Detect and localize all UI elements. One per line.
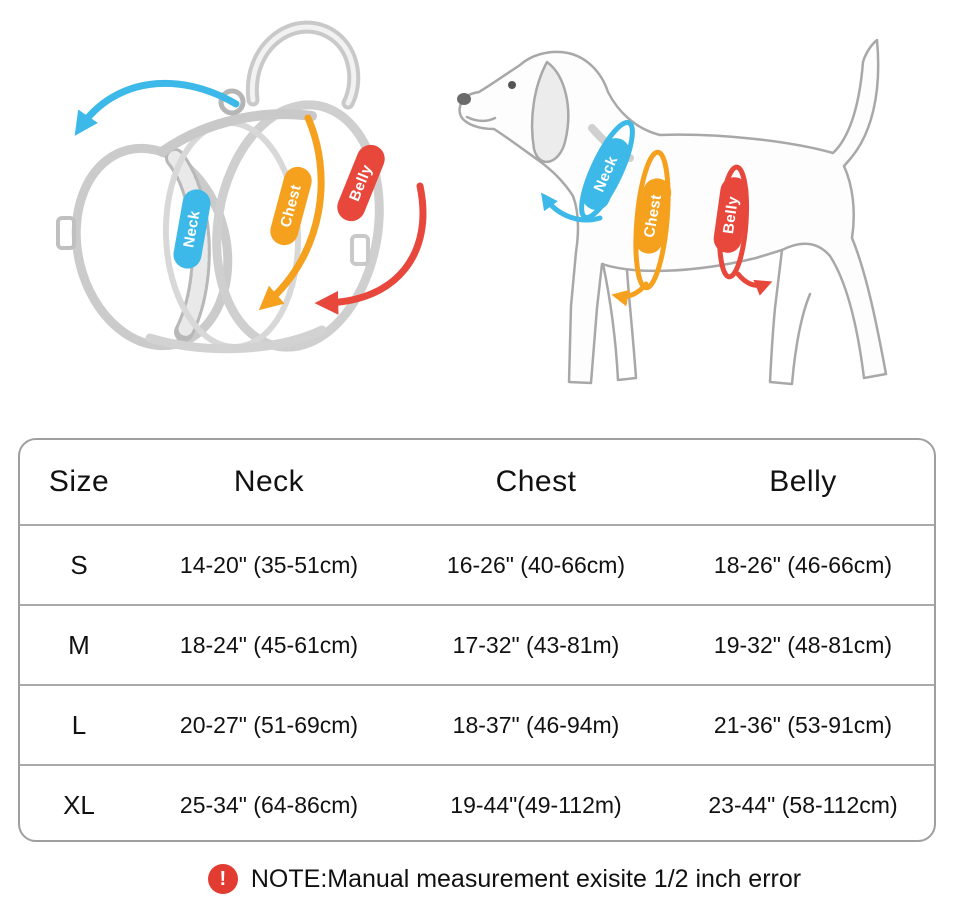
size-table: Size Neck Chest Belly S 14-20" (35-51cm)… xyxy=(18,438,936,842)
table-header-row: Size Neck Chest Belly xyxy=(20,440,934,524)
belly-value: 21-36" (53-91cm) xyxy=(713,711,893,738)
chest-value: 17-32" (43-81m) xyxy=(452,631,620,658)
size-value: L xyxy=(71,709,87,740)
note-text: NOTE:Manual measurement exisite 1/2 inch… xyxy=(250,864,802,893)
column-header-chest: Chest xyxy=(495,465,577,498)
dog-illustration xyxy=(458,38,888,386)
harness-chest-label: Chest xyxy=(270,166,312,246)
column-header-size: Size xyxy=(48,465,110,498)
harness-belly-arrow xyxy=(314,182,427,315)
size-value: S xyxy=(70,549,88,580)
column-header-belly: Belly xyxy=(769,465,837,498)
chest-value: 19-44"(49-112m) xyxy=(450,791,622,818)
dog-eye xyxy=(508,81,516,89)
size-value: M xyxy=(68,629,90,660)
harness-dring xyxy=(218,88,246,116)
chest-value: 16-26" (40-66cm) xyxy=(446,551,626,578)
dog-chest-label: Chest xyxy=(634,178,672,254)
table-row-m: M 18-24" (45-61cm) 17-32" (43-81m) 19-32… xyxy=(20,604,934,684)
dog-body-outline xyxy=(458,38,888,385)
column-header-neck: Neck xyxy=(233,465,305,498)
measurement-illustrations: Neck Chest Belly xyxy=(56,20,888,386)
svg-text:Neck: Neck xyxy=(180,209,203,249)
neck-value: 25-34" (64-86cm) xyxy=(179,791,359,818)
neck-value: 18-24" (45-61cm) xyxy=(179,631,359,658)
dog-belly-label: Belly xyxy=(713,177,749,253)
harness-chest-arrow xyxy=(258,114,325,311)
neck-value: 14-20" (35-51cm) xyxy=(179,551,359,578)
exclamation-icon: ! xyxy=(207,864,238,894)
dog-chest-arrow xyxy=(611,281,649,307)
chest-value: 18-37" (46-94m) xyxy=(452,711,620,738)
table-row-l: L 20-27" (51-69cm) 18-37" (46-94m) 21-36… xyxy=(20,684,934,764)
belly-value: 23-44" (58-112cm) xyxy=(708,791,898,818)
table-row-xl: XL 25-34" (64-86cm) 19-44"(49-112m) 23-4… xyxy=(20,764,934,840)
harness-neck-label: Neck xyxy=(173,189,211,269)
dog-nose xyxy=(457,93,471,105)
belly-value: 19-32" (48-81cm) xyxy=(713,631,893,658)
belly-value: 18-26" (46-66cm) xyxy=(713,551,893,578)
measurement-note: ! NOTE:Manual measurement exisite 1/2 in… xyxy=(0,864,954,894)
svg-text:Belly: Belly xyxy=(720,195,742,235)
neck-value: 20-27" (51-69cm) xyxy=(179,711,359,738)
dog-ear xyxy=(530,60,570,164)
dog-belly-arrow xyxy=(735,271,773,296)
harness-neck-arrow xyxy=(74,79,240,136)
size-value: XL xyxy=(63,789,95,820)
dog-neck-arrow xyxy=(541,192,603,223)
table-row-s: S 14-20" (35-51cm) 16-26" (40-66cm) 18-2… xyxy=(20,524,934,604)
